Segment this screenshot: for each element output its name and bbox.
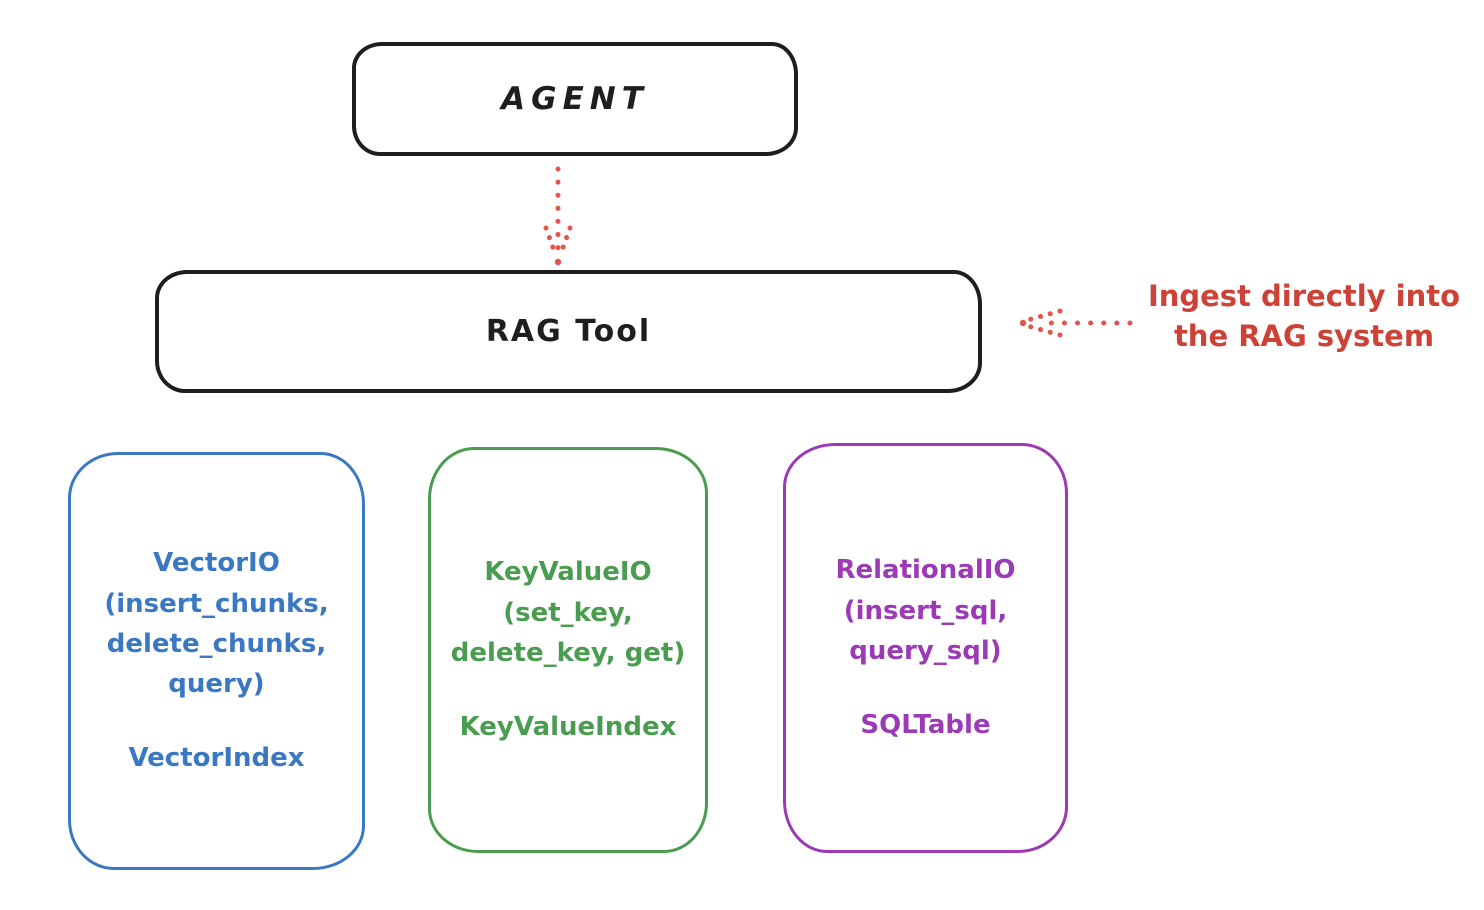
ingest-annotation-line1: Ingest directly into <box>1147 279 1461 313</box>
backend-box-vector-io: VectorIO (insert_chunks, delete_chunks, … <box>68 452 365 870</box>
vector-index-label: VectorIndex <box>128 743 305 774</box>
keyvalue-index-label: KeyValueIndex <box>459 712 677 743</box>
keyvalue-io-methods: KeyValueIO (set_key, delete_key, get) <box>450 557 686 668</box>
rag-tool-label: RAG Tool <box>485 314 652 349</box>
agent-label: AGENT <box>501 81 649 117</box>
sql-table-label: SQLTable <box>860 710 991 741</box>
vector-io-methods: VectorIO (insert_chunks, delete_chunks, … <box>104 548 329 700</box>
ingest-annotation: Ingest directly into the RAG system <box>1135 276 1473 356</box>
ingest-annotation-line2: the RAG system <box>1173 319 1435 354</box>
rag-tool-node: RAG Tool <box>155 270 982 393</box>
ingest-arrow-icon <box>1019 308 1133 338</box>
backend-box-relational-io: RelationalIO (insert_sql, query_sql) SQL… <box>783 443 1068 853</box>
agent-node: AGENT <box>352 42 798 156</box>
agent-to-rag-arrow-icon <box>543 166 573 266</box>
relational-io-methods: RelationalIO (insert_sql, query_sql) <box>835 555 1016 666</box>
backend-box-keyvalue-io: KeyValueIO (set_key, delete_key, get) Ke… <box>428 447 708 853</box>
